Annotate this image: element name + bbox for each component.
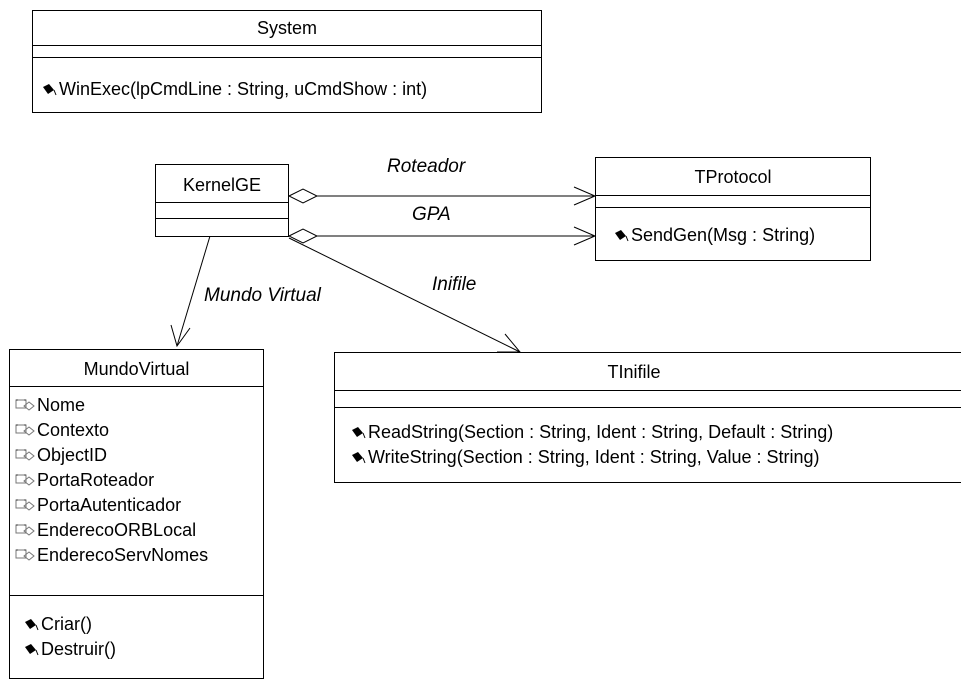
attribute-text: Nome [37, 395, 86, 415]
operation-row: Destruir() [24, 637, 263, 662]
attribute-row: EnderecoORBLocal [14, 518, 263, 543]
class-tinifile[interactable]: TInifile ReadString(Section : String, Id… [334, 352, 961, 483]
label-mundo-virtual: Mundo Virtual [204, 285, 321, 306]
operation-text: Destruir() [41, 639, 116, 659]
aggregation-diamond [287, 228, 319, 244]
class-tprotocol[interactable]: TProtocol SendGen(Msg : String) [595, 157, 871, 261]
attributes-compartment [335, 391, 961, 408]
class-kernelge[interactable]: KernelGE [155, 164, 289, 237]
attribute-row: PortaAutenticador [14, 493, 263, 518]
class-system[interactable]: System WinExec(lpCmdLine : String, uCmdS… [32, 10, 542, 113]
public-operation-icon [352, 427, 366, 439]
association-mundo-virtual [170, 235, 211, 348]
association-inifile [288, 237, 522, 353]
attribute-row: PortaRoteador [14, 468, 263, 493]
class-name: MundoVirtual [10, 350, 263, 387]
operations-compartment: Criar() Destruir() [10, 596, 263, 662]
attributes-compartment [156, 203, 288, 219]
private-attribute-icon [15, 549, 35, 561]
private-attribute-icon [15, 474, 35, 486]
attribute-text: ObjectID [37, 445, 108, 465]
attributes-compartment [596, 196, 870, 208]
label-gpa: GPA [412, 204, 451, 225]
operation-row: Criar() [24, 612, 263, 637]
operation-row: SendGen(Msg : String) [614, 223, 870, 248]
public-operation-icon [25, 619, 39, 631]
label-roteador: Roteador [387, 156, 466, 177]
attribute-row: Contexto [14, 418, 263, 443]
operations-compartment [156, 219, 288, 237]
operation-row: WriteString(Section : String, Ident : St… [351, 445, 961, 470]
operation-text: WriteString(Section : String, Ident : St… [368, 447, 820, 467]
attribute-text: Contexto [37, 420, 110, 440]
arrow-head [497, 333, 522, 353]
public-operation-icon [25, 644, 39, 656]
operation-text: SendGen(Msg : String) [631, 225, 816, 245]
private-attribute-icon [15, 499, 35, 511]
public-operation-icon [615, 230, 629, 242]
aggregation-diamond [287, 188, 319, 204]
attribute-row: ObjectID [14, 443, 263, 468]
operation-row: ReadString(Section : String, Ident : Str… [351, 420, 961, 445]
attributes-compartment: Nome Contexto ObjectID PortaRoteador Por… [10, 387, 263, 596]
attribute-text: PortaRoteador [37, 470, 155, 490]
class-name: TProtocol [596, 158, 870, 196]
label-inifile: Inifile [432, 274, 477, 295]
operation-text: ReadString(Section : String, Ident : Str… [368, 422, 834, 442]
class-name: KernelGE [156, 165, 288, 203]
private-attribute-icon [15, 424, 35, 436]
operations-compartment: WinExec(lpCmdLine : String, uCmdShow : i… [33, 58, 541, 102]
class-mundovirtual[interactable]: MundoVirtual Nome Contexto ObjectID Port… [9, 349, 264, 679]
association-gpa [287, 226, 597, 246]
private-attribute-icon [15, 524, 35, 536]
arrow-head [170, 324, 191, 348]
private-attribute-icon [15, 449, 35, 461]
attribute-row: Nome [14, 393, 263, 418]
public-operation-icon [352, 452, 366, 464]
public-operation-icon [43, 84, 57, 96]
operation-text: Criar() [41, 614, 92, 634]
attributes-compartment [33, 46, 541, 58]
class-name: TInifile [335, 353, 961, 391]
attribute-text: PortaAutenticador [37, 495, 182, 515]
operations-compartment: ReadString(Section : String, Ident : Str… [335, 408, 961, 470]
private-attribute-icon [15, 399, 35, 411]
operations-compartment: SendGen(Msg : String) [596, 208, 870, 248]
operation-row: WinExec(lpCmdLine : String, uCmdShow : i… [42, 77, 541, 102]
class-name: System [33, 11, 541, 46]
association-roteador [287, 186, 597, 206]
attribute-text: EnderecoServNomes [37, 545, 209, 565]
attribute-row: EnderecoServNomes [14, 543, 263, 568]
operation-text: WinExec(lpCmdLine : String, uCmdShow : i… [59, 79, 428, 99]
attribute-text: EnderecoORBLocal [37, 520, 197, 540]
